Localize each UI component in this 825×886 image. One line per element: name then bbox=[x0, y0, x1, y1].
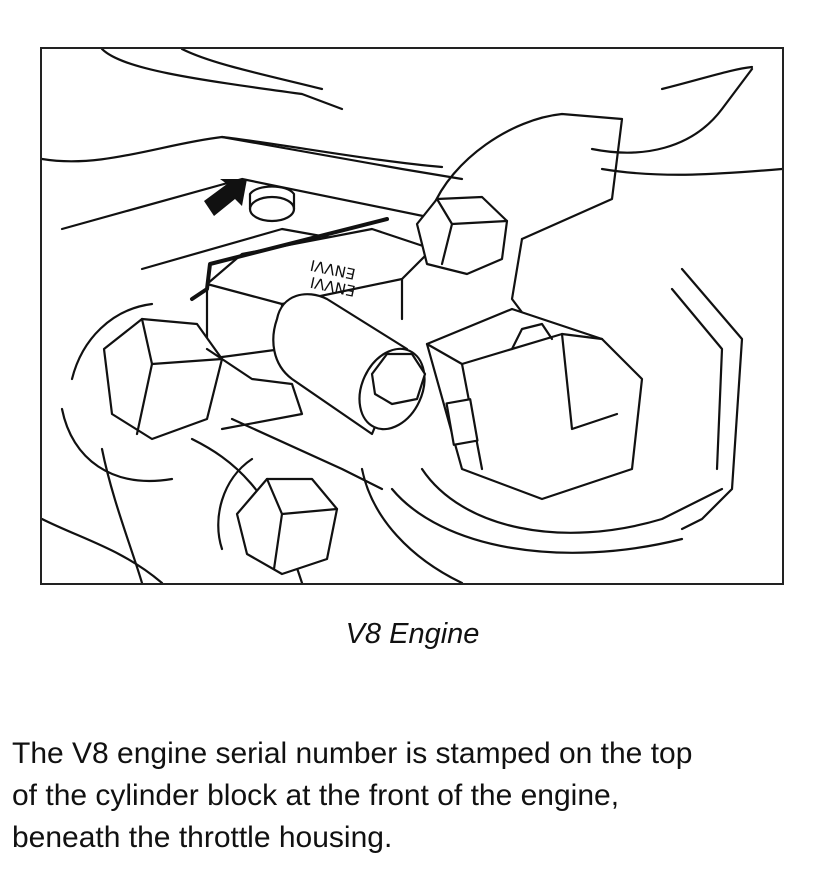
upper-bracket bbox=[430, 112, 624, 241]
engine-illustration-frame: ENVVI ENVVI bbox=[40, 47, 784, 585]
description-line: The V8 engine serial number is stamped o… bbox=[12, 737, 693, 770]
right-hose bbox=[680, 267, 744, 531]
block-plug bbox=[248, 195, 296, 223]
pointer-arrow-icon bbox=[204, 179, 247, 216]
electrical-connector bbox=[425, 307, 644, 501]
figure-caption: V8 Engine bbox=[345, 618, 480, 650]
description-line: beneath the throttle housing. bbox=[12, 821, 393, 854]
engine-line-drawing: ENVVI ENVVI bbox=[42, 49, 782, 583]
description-paragraph: The V8 engine serial number is stamped o… bbox=[12, 733, 812, 859]
upper-contour bbox=[100, 49, 344, 111]
lower-bolt bbox=[235, 477, 339, 576]
upper-bolt bbox=[415, 195, 509, 276]
sensor-nut bbox=[370, 352, 427, 406]
description-line: of the cylinder block at the front of th… bbox=[12, 779, 620, 812]
left-large-bolt bbox=[102, 317, 224, 441]
connector-latch bbox=[445, 398, 479, 446]
emphasis-edge bbox=[190, 217, 389, 301]
